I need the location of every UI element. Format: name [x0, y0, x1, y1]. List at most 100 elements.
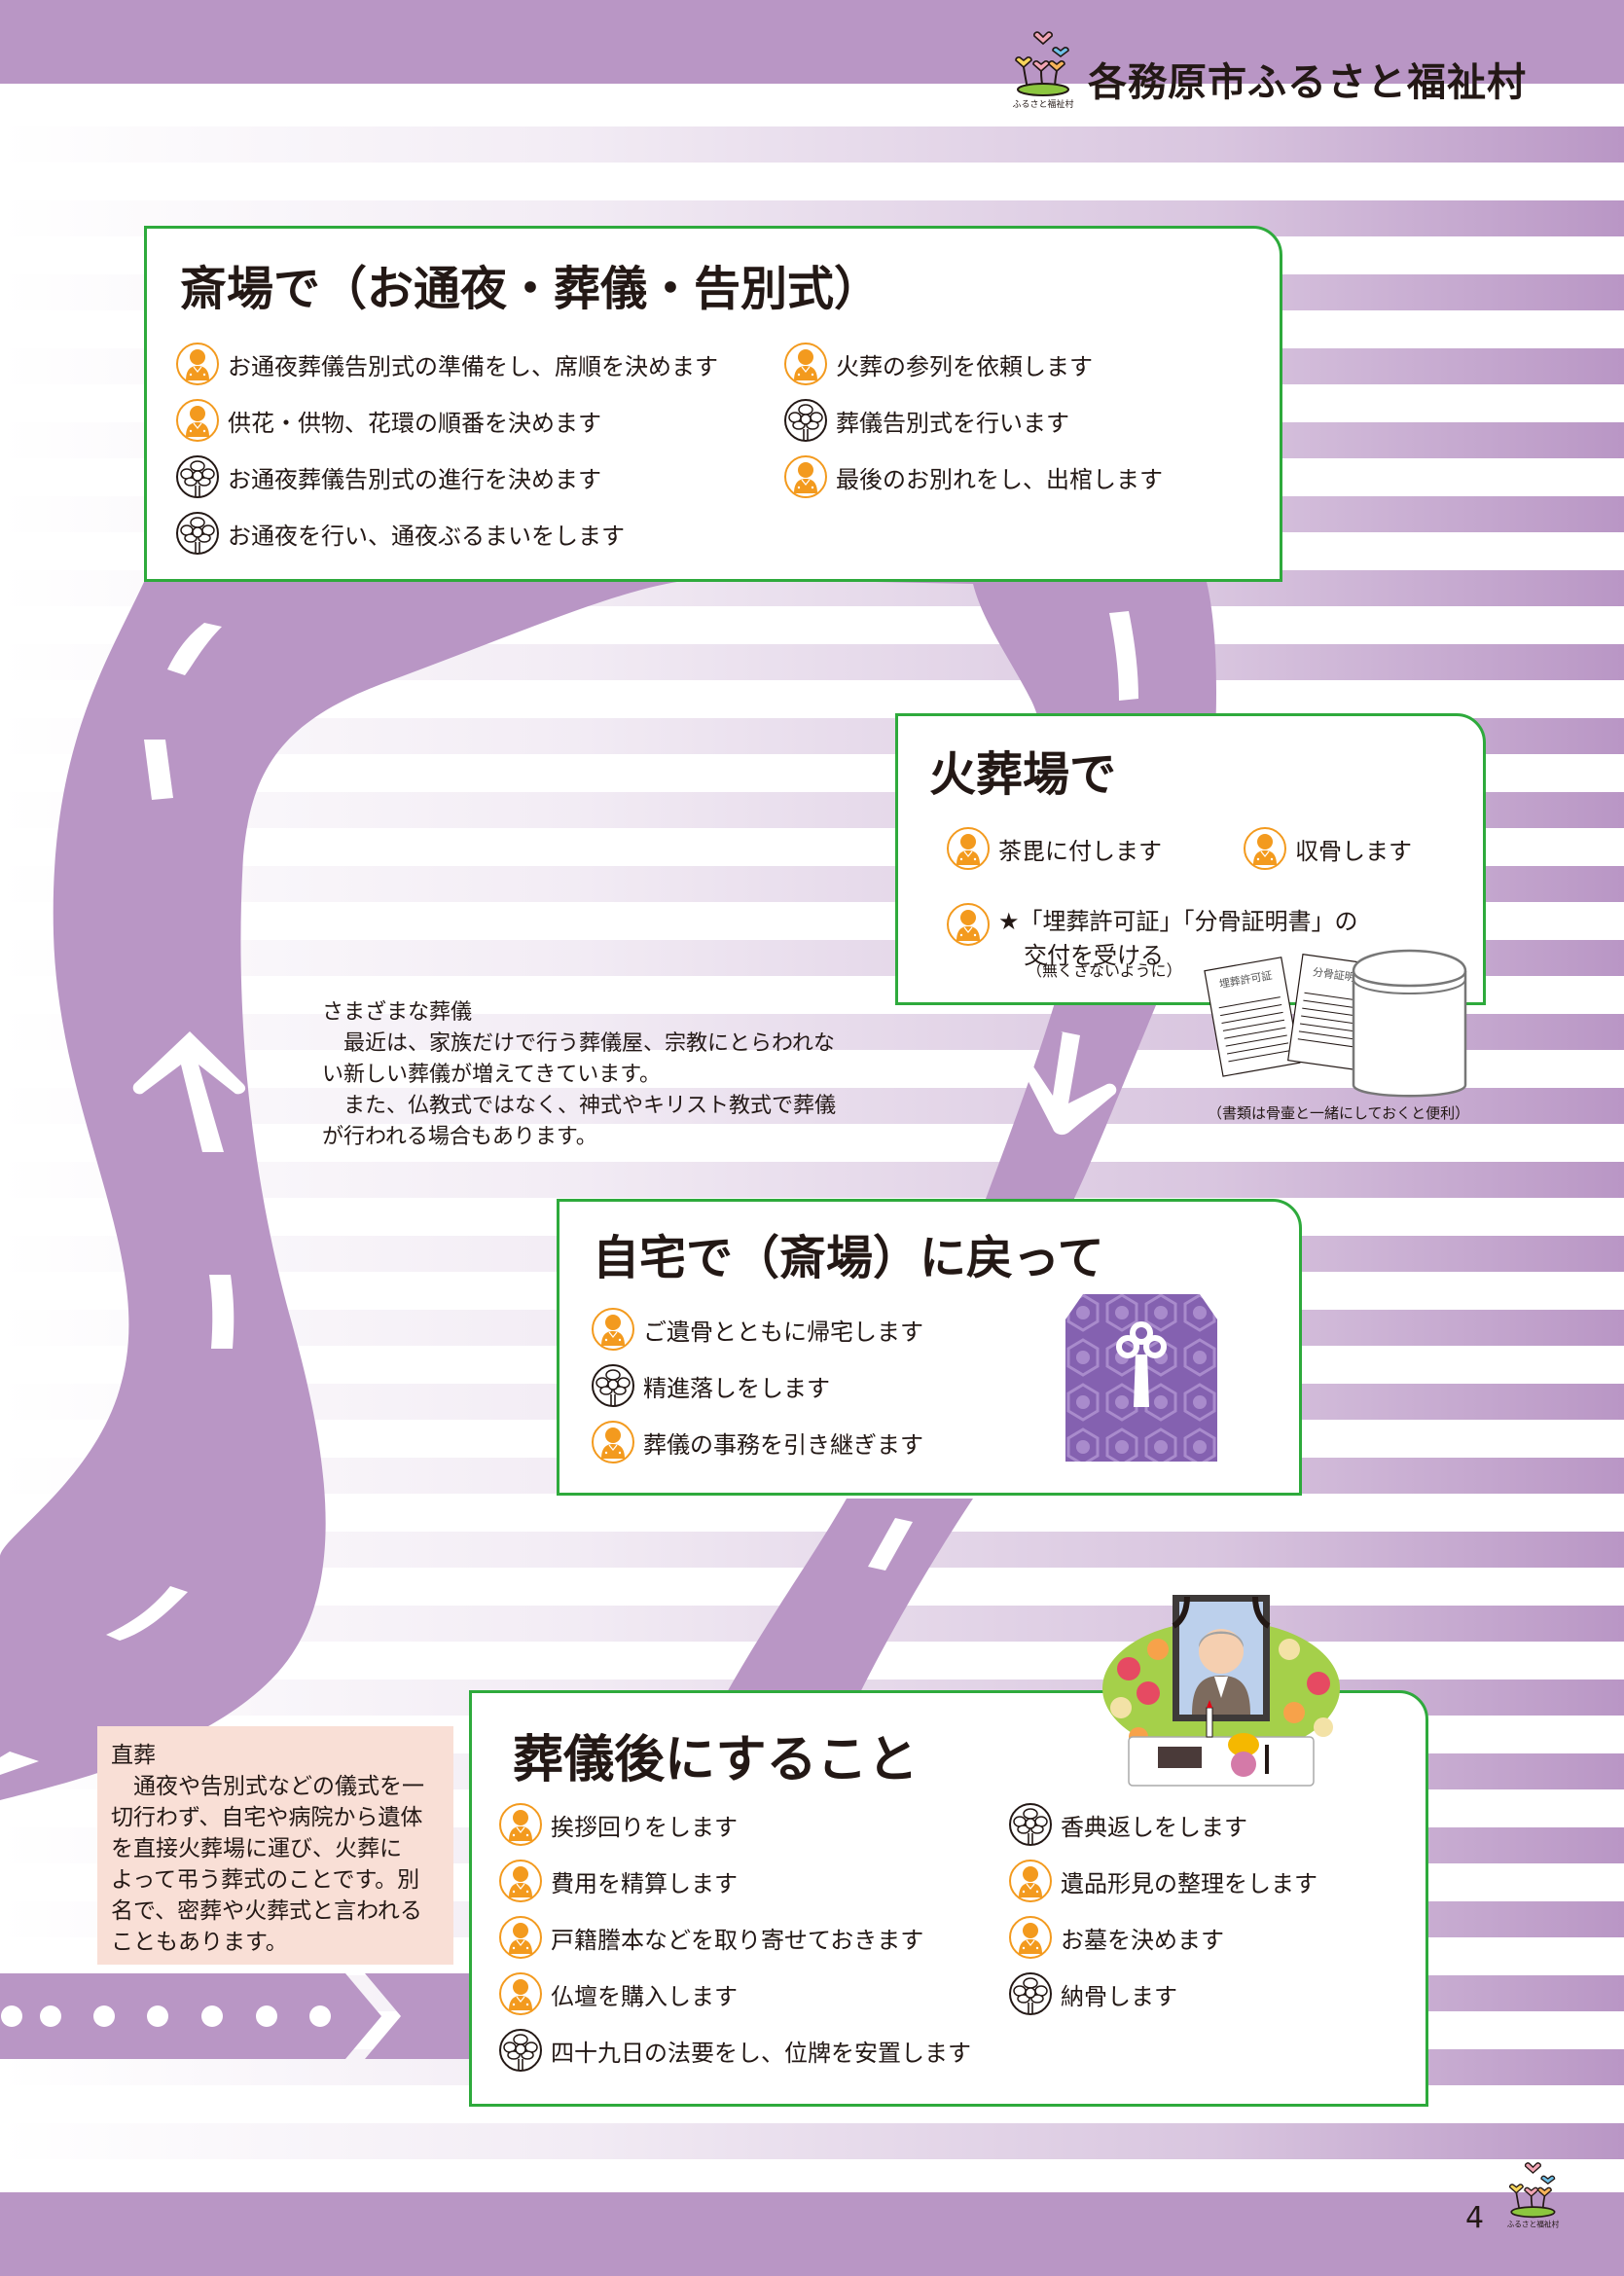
- person-icon: [946, 826, 991, 871]
- road-bottom: [0, 1973, 381, 2059]
- header-title: 各務原市ふるさと福祉村: [1088, 60, 1527, 105]
- svg-text:ふるさと福祉村: ふるさと福祉村: [1012, 98, 1073, 110]
- list-item-text: 最後のお別れをし、出棺します: [836, 465, 1163, 493]
- list-item: お通夜葬儀告別式の進行を決めます: [175, 454, 601, 499]
- list-item-text: 遺品形見の整理をします: [1061, 1869, 1317, 1897]
- lane-dash: [868, 1518, 913, 1571]
- flower-emblem-icon: [1008, 1802, 1053, 1847]
- list-item: 精進落しをします: [591, 1363, 830, 1408]
- card-title: 火葬場で: [929, 747, 1117, 802]
- person-icon: [498, 1971, 543, 2016]
- up-arrow-marking: [132, 1031, 246, 1152]
- list-item: 四十九日の法要をし、位牌を安置します: [498, 2028, 971, 2073]
- background-stripe: [0, 1088, 1624, 1124]
- flower-emblem-icon: [1008, 1971, 1053, 2016]
- background-stripe: [0, 2123, 1624, 2159]
- card-title: 葬儀後にすること: [513, 1731, 919, 1789]
- card-saijo: 斎場で（お通夜・葬儀・告別式）: [144, 226, 1282, 582]
- list-item: 費用を精算します: [498, 1859, 738, 1903]
- documents-urn-illustration: 埋葬許可証 分骨証明書: [1204, 949, 1467, 1098]
- list-item-text: 四十九日の法要をし、位牌を安置します: [551, 2039, 971, 2067]
- person-icon: [175, 398, 220, 443]
- note-line: を直接火葬場に運び、火葬に: [111, 1836, 402, 1861]
- road-left: [0, 579, 701, 1800]
- person-icon: [1243, 826, 1287, 871]
- note-line: 切行わず、自宅や病院から遺体: [111, 1805, 423, 1830]
- list-item: お通夜葬儀告別式の準備をし、席順を決めます: [175, 342, 718, 386]
- list-item-text: 収骨します: [1295, 837, 1412, 865]
- list-item: 遺品形見の整理をします: [1008, 1859, 1317, 1903]
- list-item-text: 火葬の参列を依頼します: [836, 352, 1093, 380]
- list-item: 香典返しをします: [1008, 1802, 1247, 1847]
- list-item: 戸籍謄本などを取り寄せておきます: [498, 1915, 923, 1960]
- list-item: ★「埋葬許可証」「分骨証明書」の交付を受ける: [946, 902, 1358, 970]
- background-stripe: [0, 1162, 1624, 1198]
- person-icon: [783, 454, 828, 499]
- note-various: さまざまな葬儀 最近は、家族だけで行う葬儀屋、宗教にとらわれな い新しい葬儀が増…: [322, 997, 836, 1153]
- list-item-text: 供花・供物、花環の順番を決めます: [228, 409, 601, 437]
- note-title: さまざまな葬儀: [322, 1000, 473, 1025]
- note-direct-burial: 直葬 通夜や告別式などの儀式を一 切行わず、自宅や病院から遺体 を直接火葬場に運…: [97, 1726, 453, 1965]
- footer-band: [0, 2192, 1624, 2276]
- list-item: ご遺骨とともに帰宅します: [591, 1307, 923, 1352]
- list-item: 納骨します: [1008, 1971, 1177, 2016]
- list-item: 挨拶回りをします: [498, 1802, 738, 1847]
- list-item-text: 納骨します: [1061, 1982, 1177, 2010]
- lane-dash: [106, 1586, 188, 1641]
- page-number: 4: [1465, 2201, 1485, 2235]
- note-line: こともあります。: [111, 1930, 288, 1955]
- header-band: [0, 0, 1624, 84]
- list-item-text: 戸籍謄本などを取り寄せておきます: [551, 1926, 924, 1954]
- kasoba-caption: （書類は骨壷と一緒にしておくと便利）: [1208, 1104, 1470, 1122]
- list-item: 仏壇を購入します: [498, 1971, 738, 2016]
- list-item: お通夜を行い、通夜ぶるまいをします: [175, 511, 625, 556]
- note-title: 直葬: [111, 1743, 156, 1768]
- urn-cover-illustration: [1065, 1294, 1217, 1462]
- list-item: 葬儀の事務を引き継ぎます: [591, 1420, 923, 1464]
- list-item: お墓を決めます: [1008, 1915, 1224, 1960]
- lane-dash: [0, 1752, 39, 1775]
- road-right-lower: [701, 1499, 973, 1742]
- list-item-text: ご遺骨とともに帰宅します: [643, 1318, 923, 1346]
- flower-emblem-icon: [783, 398, 828, 443]
- person-icon: [1008, 1915, 1053, 1960]
- village-logo-footer-icon: ふるさと福祉村: [1507, 2162, 1560, 2229]
- road-bottom-tail: [365, 1973, 487, 2059]
- note-line: 名で、密葬や火葬式と言われる: [111, 1898, 422, 1924]
- background-stripe: [0, 126, 1624, 163]
- note-line: が行われる場合もあります。: [322, 1125, 597, 1149]
- person-icon: [1008, 1859, 1053, 1903]
- list-item-text: 費用を精算します: [551, 1869, 738, 1897]
- list-item: 収骨します: [1243, 826, 1412, 871]
- person-icon: [175, 342, 220, 386]
- list-item-text: 葬儀の事務を引き継ぎます: [643, 1430, 923, 1459]
- note-line: よって弔う葬式のことです。別: [111, 1867, 420, 1893]
- flower-emblem-icon: [175, 454, 220, 499]
- lane-dash: [1109, 611, 1138, 701]
- flower-emblem-icon: [591, 1363, 635, 1408]
- note-line: 最近は、家族だけで行う葬儀屋、宗教にとらわれな: [322, 1031, 835, 1056]
- memorial-altar-illustration: [1102, 1595, 1340, 1787]
- card-title: 斎場で（お通夜・葬儀・告別式）: [180, 262, 882, 316]
- list-item-text: ★「埋葬許可証」「分骨証明書」の交付を受ける: [998, 908, 1358, 969]
- person-icon: [591, 1307, 635, 1352]
- note-line: また、仏教式ではなく、神式やキリスト教式で葬儀: [322, 1094, 837, 1118]
- down-arrow-marking: [1023, 1031, 1117, 1136]
- lane-dash: [167, 623, 222, 675]
- flower-emblem-icon: [175, 511, 220, 556]
- list-item-text: 香典返しをします: [1061, 1813, 1247, 1841]
- list-item-text: お通夜を行い、通夜ぶるまいをします: [228, 522, 625, 550]
- list-item-text: 仏壇を購入します: [551, 1982, 738, 2010]
- svg-text:ふるさと福祉村: ふるさと福祉村: [1507, 2220, 1560, 2229]
- list-item-text: 精進落しをします: [643, 1374, 830, 1402]
- note-line: 通夜や告別式などの儀式を一: [111, 1774, 424, 1799]
- list-item-text: 葬儀告別式を行います: [836, 409, 1069, 437]
- person-icon: [783, 342, 828, 386]
- list-item: 供花・供物、花環の順番を決めます: [175, 398, 601, 443]
- card-title: 自宅で（斎場）に戻って: [593, 1231, 1104, 1285]
- person-icon: [498, 1915, 543, 1960]
- list-item-text: お通夜葬儀告別式の準備をし、席順を決めます: [228, 352, 718, 380]
- note-line: い新しい葬儀が増えてきています。: [322, 1063, 662, 1087]
- kasoba-subnote: （無くさないように）: [1027, 961, 1182, 980]
